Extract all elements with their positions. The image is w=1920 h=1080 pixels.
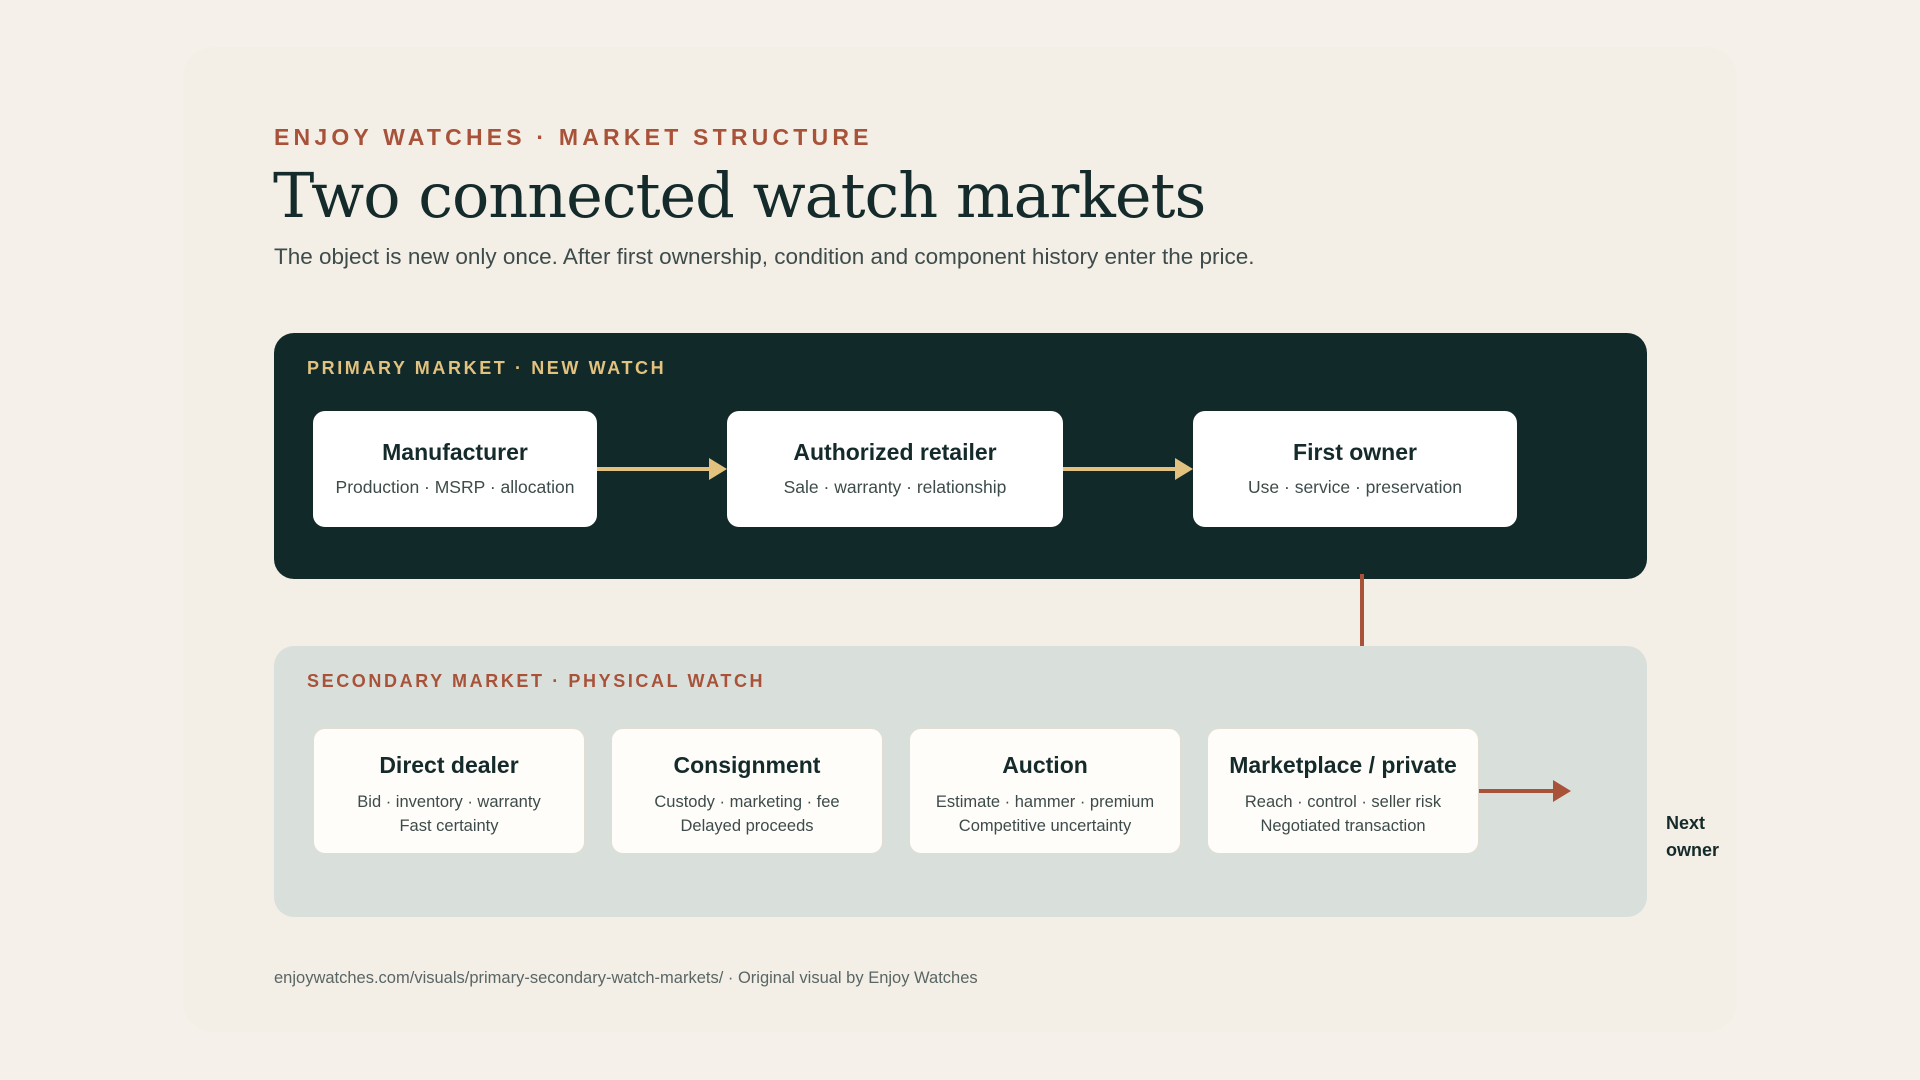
secondary-market-label: SECONDARY MARKET · PHYSICAL WATCH [307,671,766,691]
node-marketplace-private: Marketplace / private Reach · control · … [1207,728,1479,854]
primary-market-panel: PRIMARY MARKET · NEW WATCH Manufacturer … [274,333,1647,579]
node-subtitle: Production · MSRP · allocation [335,477,575,497]
node-subtitle: Bid · inventory · warranty [357,793,541,811]
node-title: Consignment [673,752,821,778]
primary-market-label: PRIMARY MARKET · NEW WATCH [307,358,667,378]
node-subtitle: Reach · control · seller risk [1244,793,1442,811]
node-authorized-retailer: Authorized retailer Sale · warranty · re… [727,411,1063,527]
footer-credit: enjoywatches.com/visuals/primary-seconda… [274,969,978,987]
node-title: Authorized retailer [793,439,997,465]
arrow-to-next-owner [1479,780,1571,802]
arrow-manufacturer-to-retailer [597,458,727,480]
node-title: Marketplace / private [1229,752,1457,778]
node-subtitle: Estimate · hammer · premium [935,793,1155,811]
next-owner-label: Next owner [1666,813,1720,860]
node-subtitle: Custody · marketing · fee [654,793,840,811]
node-subtitle-2: Fast certainty [399,817,499,835]
diagram-card: ENJOY WATCHES · MARKET STRUCTURE Two con… [183,47,1737,1032]
node-subtitle: Sale · warranty · relationship [783,477,1007,497]
node-subtitle-2: Delayed proceeds [680,817,814,835]
node-title: Auction [1002,752,1088,778]
node-subtitle-2: Competitive uncertainty [958,817,1132,835]
secondary-market-panel: SECONDARY MARKET · PHYSICAL WATCH Direct… [274,646,1719,917]
node-consignment: Consignment Custody · marketing · fee De… [611,728,883,854]
node-title: Manufacturer [382,439,528,465]
node-subtitle: Use · service · preservation [1248,477,1462,497]
node-manufacturer: Manufacturer Production · MSRP · allocat… [313,411,597,527]
page-subtitle: The object is new only once. After first… [274,244,1255,269]
eyebrow-label: ENJOY WATCHES · MARKET STRUCTURE [274,124,873,150]
arrow-retailer-to-owner [1063,458,1193,480]
node-title: First owner [1293,439,1417,465]
node-auction: Auction Estimate · hammer · premium Comp… [909,728,1181,854]
node-direct-dealer: Direct dealer Bid · inventory · warranty… [313,728,585,854]
node-title: Direct dealer [379,752,519,778]
node-first-owner: First owner Use · service · preservation [1193,411,1517,527]
node-subtitle-2: Negotiated transaction [1260,817,1426,835]
page-title: Two connected watch markets [273,159,1206,232]
